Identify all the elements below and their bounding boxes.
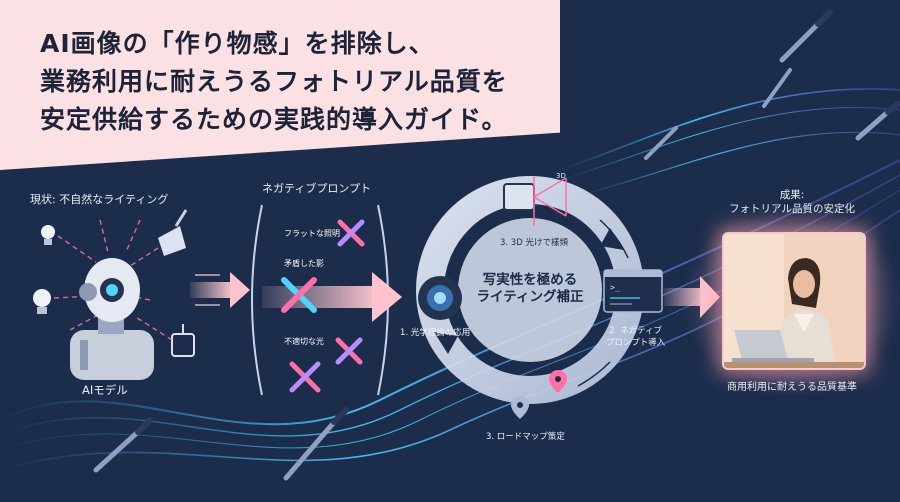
3d-box-label: 3D [556,172,566,180]
result-photo [722,232,866,370]
robot-icon [70,258,154,380]
cross-icon [281,277,317,313]
cross-icon [335,337,363,365]
paintbrush-icon [855,101,900,141]
cycle-center-title-line-1: 写実性を極める [482,272,578,288]
ai-model-label: AIモデル [82,383,128,397]
cycle-center-title-line-2: ライティング補正 [476,289,584,305]
map-pin-icon [549,370,567,393]
cycle-step-2: 2. ネガティブ プロンプト導入 [606,324,665,348]
camera-lens-icon [418,276,462,320]
cross-icon [337,219,365,247]
cycle-step-2-line-2: プロンプト導入 [606,338,666,348]
paintbrush-icon [762,68,792,108]
light-bulb-icon [41,225,55,245]
cycle-step-2-line-1: 2. ネガティブ [609,326,663,336]
cycle-step-roadmap: 3. ロードマップ策定 [486,432,565,442]
negative-item-3: 不適切な光 [284,337,324,346]
result-caption: 商用利用に耐えうる品質基準 [727,382,857,393]
svg-text:>_: >_ [610,283,620,292]
cycle-arrows [577,219,629,387]
paintbrush-icon [779,9,833,63]
result-title: 成果: フォトリアル品質の安定化 [722,188,862,216]
result-title-line-1: 成果: [779,189,805,201]
cycle-center-title: 写実性を極める ライティング補正 [470,272,590,306]
result-title-line-2: フォトリアル品質の安定化 [729,203,855,215]
map-pin-icon [511,396,529,419]
stage-light-icon [171,324,195,357]
cycle-step-1: 1. 光学理論の応用 [400,328,471,338]
light-bulb-icon [33,289,51,314]
headline-line-3: 安定供給するための実践的導入ガイド。 [40,105,508,134]
headline-line-1: AI画像の「作り物感」を排除し、 [40,29,435,58]
headline-line-2: 業務利用に耐えうるフォトリアル品質を [40,67,508,96]
3d-box-icon [503,176,567,226]
negative-prompt-title: ネガティブプロンプト [262,182,372,195]
paintbrush-icon [644,126,678,160]
negative-item-1: フラットな照明 [284,229,340,238]
paintbrush-icon [283,407,349,481]
arrow-to-negative [190,272,250,308]
spotlight-icon [158,209,188,256]
terminal-icon: >_ [603,269,663,313]
woman-with-laptop-illustration [724,234,864,368]
status-label: 現状: 不自然なライティング [30,193,169,206]
cross-icon [289,361,321,393]
negative-item-2: 矛盾した影 [284,259,324,268]
light-rays [53,219,173,341]
cycle-step-3d: 3. 3D 光けで樣頻 [500,238,568,248]
paintbrush-icon [93,417,153,473]
